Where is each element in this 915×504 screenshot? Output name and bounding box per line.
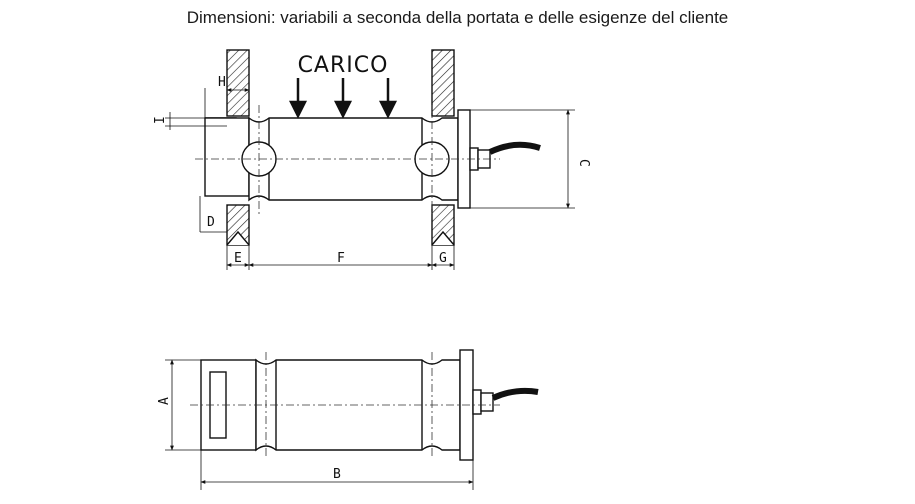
dim-label-c: C — [576, 159, 591, 167]
load-label: CARICO — [298, 53, 389, 78]
dimension-lines-top — [165, 85, 575, 270]
centerlines-bottom — [190, 352, 500, 458]
left-bottom-support — [226, 204, 250, 246]
left-top-support — [226, 49, 250, 117]
dimension-lines-bottom — [165, 359, 474, 490]
dim-label-h: H — [218, 75, 226, 90]
right-top-support — [431, 49, 455, 117]
centerlines-top — [195, 105, 500, 215]
dim-label-f: F — [337, 251, 345, 266]
top-view — [165, 49, 575, 270]
page-title: Dimensioni: variabili a seconda della po… — [186, 8, 729, 27]
dim-label-i: I — [153, 116, 168, 124]
dim-label-a: A — [157, 397, 172, 405]
dim-label-e: E — [234, 251, 242, 266]
bottom-view — [165, 349, 539, 490]
load-arrows — [288, 78, 398, 119]
right-bottom-support — [431, 204, 455, 246]
dim-label-g: G — [439, 251, 447, 266]
load-cell-body-top — [204, 109, 541, 209]
dim-label-d: D — [207, 215, 215, 230]
dim-label-b: B — [333, 467, 341, 482]
